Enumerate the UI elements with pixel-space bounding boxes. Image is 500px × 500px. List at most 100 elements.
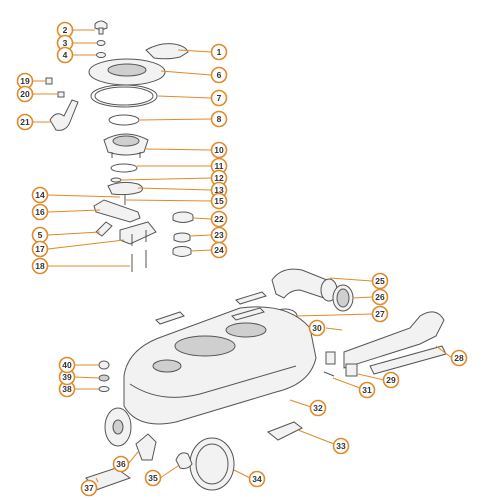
svg-text:18: 18 [35,261,45,271]
callout-20: 20 [16,85,34,103]
part-ring-cap [173,232,191,243]
svg-text:23: 23 [214,230,224,240]
part-seat-ring [88,58,166,86]
callout-17: 17 [31,240,49,258]
callout-31: 31 [358,381,376,399]
part-tank-top-fittings [155,291,267,325]
part-spring-rod [323,371,335,377]
callout-23: 23 [210,226,228,244]
svg-text:6: 6 [217,70,222,80]
part-small-clip [45,77,53,85]
part-flange [103,133,149,158]
part-pour-spout [271,268,338,302]
part-gasket-ring [90,84,158,108]
part-lid-cap [145,43,189,60]
callout-22: 22 [210,210,228,228]
svg-text:40: 40 [62,360,72,370]
svg-text:28: 28 [454,353,464,363]
part-wheel [189,437,235,491]
part-spout-cap [332,284,354,312]
callout-40: 40 [58,356,76,374]
part-washer [96,52,106,58]
callout-30: 30 [308,319,326,337]
callout-34: 34 [248,470,266,488]
svg-text:20: 20 [20,89,30,99]
callout-18: 18 [31,257,49,275]
callout-33: 33 [332,437,350,455]
svg-text:24: 24 [214,245,224,255]
callout-29: 29 [382,371,400,389]
callout-10: 10 [210,141,228,159]
part-blade-lever [93,199,141,223]
callout-7: 7 [210,89,228,107]
svg-text:7: 7 [217,93,222,103]
callout-32: 32 [309,399,327,417]
svg-text:38: 38 [62,384,72,394]
part-waste-tank [123,306,317,425]
callout-15: 15 [210,192,228,210]
part-wheel-left [104,407,132,447]
svg-text:16: 16 [35,207,45,217]
part-vent-cap [172,211,194,223]
callout-26: 26 [371,288,389,306]
svg-text:34: 34 [252,474,262,484]
part-handle-clip [325,351,336,365]
callout-36: 36 [112,455,130,473]
svg-text:15: 15 [214,196,224,206]
svg-text:33: 33 [336,441,346,451]
part-spring [110,177,122,183]
leader-lines [33,29,453,483]
callout-35: 35 [144,469,162,487]
callout-24: 24 [210,241,228,259]
part-valve-plate [107,181,144,196]
callout-2: 2 [56,21,74,39]
callout-28: 28 [450,349,468,367]
svg-text:32: 32 [313,403,323,413]
part-nut-small [98,374,110,382]
svg-text:22: 22 [214,214,224,224]
svg-text:12: 12 [214,173,224,183]
callout-16: 16 [31,203,49,221]
part-handle [343,311,447,375]
svg-text:17: 17 [35,244,45,254]
part-bracket [267,421,303,441]
part-pin [57,91,65,98]
svg-text:11: 11 [215,161,224,171]
callout-37: 37 [80,479,98,497]
part-nut [96,40,106,46]
svg-text:39: 39 [62,372,72,382]
svg-text:25: 25 [375,276,385,286]
svg-text:14: 14 [35,190,45,200]
svg-text:27: 27 [375,309,385,319]
part-axle-cap [175,452,193,469]
svg-text:5: 5 [38,230,43,240]
callout-8: 8 [210,110,228,128]
callout-25: 25 [371,272,389,290]
callout-39: 39 [58,368,76,386]
svg-text:3: 3 [63,38,68,48]
callout-1: 1 [210,43,228,61]
part-base-cap [172,246,192,257]
svg-text:29: 29 [386,375,396,385]
part-knob [94,20,108,35]
callout-14: 14 [31,186,49,204]
svg-text:10: 10 [214,145,224,155]
svg-text:1: 1 [217,47,222,57]
svg-text:4: 4 [63,50,68,60]
callout-4: 4 [56,46,74,64]
part-plug [98,360,110,370]
svg-text:35: 35 [148,473,158,483]
callout-6: 6 [210,66,228,84]
svg-text:21: 21 [20,117,30,127]
part-o-ring [110,163,138,173]
svg-text:36: 36 [116,459,126,469]
callout-27: 27 [371,305,389,323]
callout-5: 5 [31,226,49,244]
svg-text:8: 8 [217,114,222,124]
svg-text:19: 19 [20,76,30,86]
svg-text:37: 37 [84,483,94,493]
part-seal [108,114,140,126]
part-mechanism-housing [95,221,157,246]
svg-text:30: 30 [312,323,322,333]
